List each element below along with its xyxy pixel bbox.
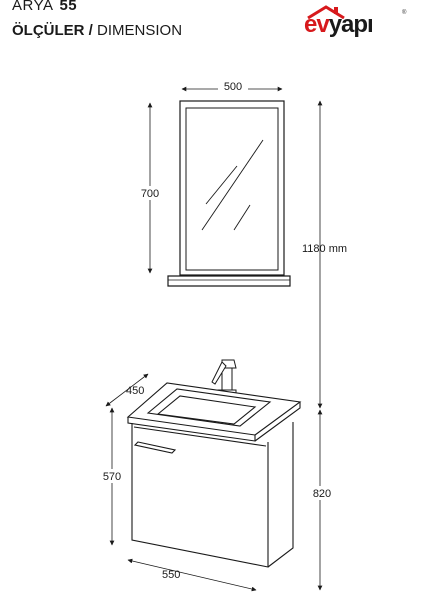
- cabinet-front: [131, 423, 269, 568]
- mirror: [167, 100, 291, 287]
- basin: [126, 382, 302, 442]
- dimension-label-tr: ÖLÇÜLER /: [12, 22, 93, 39]
- brand-logo: evyapı ®: [304, 5, 408, 42]
- basin-bowl: [146, 388, 272, 427]
- dim-cabinet-width: [127, 558, 257, 592]
- label-total-cabinet-height: 820: [313, 488, 331, 500]
- mirror-reflection-line: [205, 165, 238, 205]
- dim-cabinet-depth: [105, 373, 149, 407]
- label-cabinet-depth: 450: [126, 385, 144, 397]
- logo-yapi: yapı: [328, 11, 374, 38]
- model-name: ARYA: [12, 0, 54, 14]
- faucet: [211, 359, 237, 395]
- house-roof-icon: [307, 5, 345, 19]
- logo-ev: ev: [304, 11, 330, 38]
- model-title: ARYA 55: [12, 0, 77, 14]
- mirror-glass: [185, 107, 279, 271]
- mirror-shelf: [167, 275, 291, 287]
- label-cabinet-width: 550: [162, 569, 180, 581]
- label-total-height: 1180 mm: [302, 243, 347, 255]
- mirror-reflection-line: [233, 204, 251, 231]
- dimension-label-en: DIMENSION: [97, 22, 183, 39]
- registered-mark: ®: [402, 10, 407, 16]
- logo-wordmark: evyapı: [304, 11, 374, 39]
- cabinet-side: [267, 422, 294, 568]
- label-mirror-height: 700: [141, 188, 159, 200]
- cabinet: [131, 422, 294, 568]
- label-mirror-width: 500: [224, 81, 242, 93]
- model-number: 55: [59, 0, 78, 14]
- mirror-reflection-line: [201, 139, 264, 231]
- cabinet-handle: [133, 441, 177, 454]
- label-cabinet-height: 570: [103, 471, 121, 483]
- dimension-heading: ÖLÇÜLER / DIMENSION: [12, 22, 182, 39]
- cabinet-door-edge: [133, 426, 267, 447]
- mirror-frame: [179, 100, 285, 276]
